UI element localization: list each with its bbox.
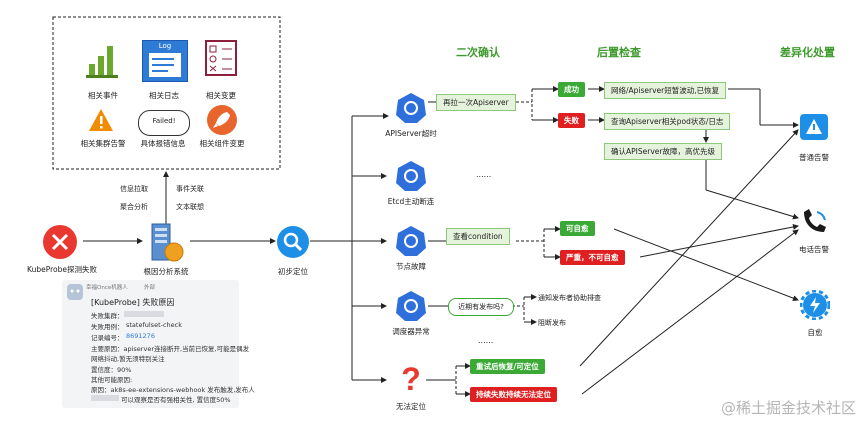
speech-bubble-icon: Failed! [138, 110, 190, 136]
scheduler-icon [396, 291, 426, 321]
log-icon: Log [142, 40, 188, 82]
card-case-value: statefulset-check [126, 321, 182, 329]
label-info-fetch: 信息拉取 [120, 185, 148, 193]
pill-severe-no-heal: 严重，不可自愈 [560, 250, 625, 265]
warning-icon [89, 109, 113, 131]
card-confidence: 置信度：90% [91, 366, 132, 374]
card-reason2-line1: 原因：ak8s-ee-extensions-webhook 发布触发,发布人 [91, 386, 255, 394]
label-cannot-locate: 无法定位 [396, 402, 426, 411]
card-title: [KubeProbe] 失败原因 [91, 298, 175, 307]
label-component-changes: 相关组件变更 [199, 139, 245, 148]
card-record-value[interactable]: 8691276 [126, 332, 155, 340]
svg-text:?: ? [401, 362, 421, 394]
message-card: 幸福Once机器人 外部 [KubeProbe] 失败原因 失败集群： 失败用例… [62, 280, 255, 408]
card-reason-line2: 网络抖动,暂无须特别关注 [91, 355, 165, 363]
label-root-cause: 根因分析系统 [143, 267, 189, 276]
card-case-label: 失败用例： [91, 323, 124, 331]
header-post-check: 后置检查 [597, 46, 641, 59]
failure-x-icon [43, 225, 77, 259]
label-normal-alert: 普通告警 [799, 153, 829, 162]
label-phone-alert: 电话告警 [799, 245, 829, 254]
box-check-condition: 查看condition [446, 228, 510, 245]
apiserver-icon [396, 93, 426, 123]
card-reason2-line2: 可以观察是否有强相关性, 置信度50% [121, 396, 231, 404]
server-icon [151, 223, 184, 262]
card-sender: 幸福Once机器人 [86, 285, 128, 291]
robot-avatar [67, 284, 83, 300]
box-query-pod: 查询Apiserver相关pod状态/日志 [604, 113, 731, 130]
label-block-release: 阻断发布 [538, 319, 566, 327]
card-reason2-redacted [91, 395, 119, 401]
label-probe-fail: KubeProbe探测失败 [27, 265, 97, 274]
pill-self-heal-ok: 可自愈 [560, 221, 595, 236]
card-tag: 外部 [144, 285, 156, 291]
box-network-jitter: 网络/Apiserver短暂波动,已恢复 [604, 82, 727, 99]
card-reason-line1: 主要原因：apiserver连接断开,当前已恢复,可能是偶发 [91, 345, 250, 353]
card-other-reasons: 其他可能原因: [91, 376, 133, 384]
rocket-icon [207, 105, 237, 135]
box-retry-apiserver: 再拉一次Apiserver [436, 94, 516, 111]
box-recent-release: 近期有发布吗? [448, 298, 514, 316]
pill-fail: 失败 [558, 113, 585, 128]
bell-alert-icon [800, 114, 828, 140]
label-text-assoc: 文本联想 [176, 203, 204, 211]
bar-chart-icon [86, 46, 118, 78]
pill-success: 成功 [558, 82, 585, 97]
card-record-label: 记录编号： [91, 334, 124, 342]
change-icon [205, 40, 237, 76]
label-event-assoc: 事件关联 [176, 185, 204, 193]
self-heal-gear-icon [800, 290, 830, 320]
magnifier-icon [277, 226, 309, 258]
ellipsis-etcd: ...... [476, 170, 492, 179]
card-cluster-label: 失败集群： [91, 312, 124, 320]
label-aggregate: 聚合分析 [120, 203, 148, 211]
label-error-info: 具体报错信息 [140, 139, 186, 148]
node-icon [396, 226, 426, 256]
label-cluster-alerts: 相关集群告警 [80, 139, 126, 148]
label-etcd-disconnect: Etcd主动断连 [387, 197, 435, 206]
label-changes: 相关变更 [206, 91, 236, 100]
pill-retry-ok: 重试后恢复/可定位 [470, 359, 545, 374]
label-self-heal: 自愈 [807, 328, 823, 337]
label-locate: 初步定位 [278, 267, 308, 276]
pill-keep-fail: 持续失败持续无法定位 [470, 387, 557, 402]
header-confirm: 二次确认 [456, 46, 500, 59]
ellipsis-scheduler: ...... [478, 336, 494, 345]
box-confirm-fault: 确认APIServer故障，高优先级 [604, 143, 722, 160]
card-cluster-redacted [124, 311, 164, 317]
phone-icon [804, 209, 826, 232]
question-mark-icon: ? [401, 362, 421, 394]
header-differentiated: 差异化处置 [780, 46, 835, 59]
etcd-icon [396, 161, 426, 191]
label-node-fault: 节点故障 [396, 262, 426, 271]
label-scheduler-error: 调度器异常 [392, 327, 430, 336]
label-logs: 相关日志 [149, 91, 179, 100]
label-apiserver-timeout: APIServer超时 [385, 129, 437, 138]
watermark: @稀土掘金技术社区 [720, 399, 856, 417]
label-events: 相关事件 [88, 91, 118, 100]
label-notify-release: 通知发布者协助排查 [538, 294, 601, 302]
